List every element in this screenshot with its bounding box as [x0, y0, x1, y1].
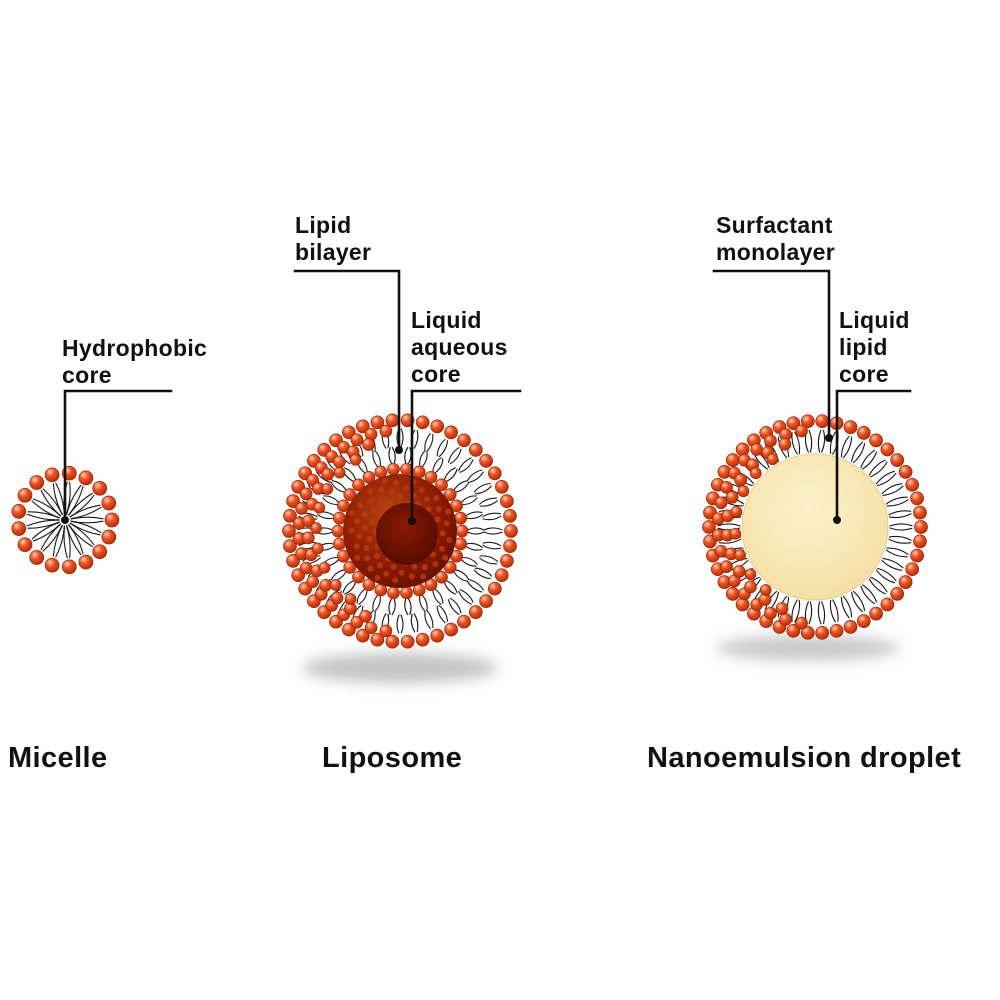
- callout-lipid-bilayer: Lipid bilayer: [295, 212, 371, 266]
- callout-liquid-lipid-core: Liquid lipid core: [839, 307, 910, 388]
- callout-label-line: Hydrophobic: [62, 335, 208, 361]
- callout-label-line: core: [839, 361, 889, 388]
- callout-label-line: Liquid: [839, 307, 910, 333]
- callout-label-line: monolayer: [716, 239, 836, 266]
- callout-label-line: aqueous: [411, 334, 508, 361]
- callout-label-line: Surfactant: [716, 212, 833, 238]
- liposome-title: Liposome: [322, 742, 463, 774]
- callout-label-line: bilayer: [295, 239, 372, 266]
- callout-label-line: core: [411, 361, 461, 388]
- callout-hydrophobic-core: Hydrophobic core: [62, 335, 207, 389]
- callout-label-line: core: [62, 362, 112, 389]
- micelle-title: Micelle: [8, 742, 108, 774]
- callout-label-line: lipid: [839, 334, 888, 361]
- callout-label-line: Lipid: [295, 212, 352, 238]
- callout-surfactant-monolayer: Surfactant monolayer: [716, 212, 835, 266]
- callout-label-line: Liquid: [411, 307, 482, 333]
- callout-liquid-aqueous-core: Liquid aqueous core: [411, 307, 508, 388]
- nanoemulsion-title: Nanoemulsion droplet: [647, 742, 962, 774]
